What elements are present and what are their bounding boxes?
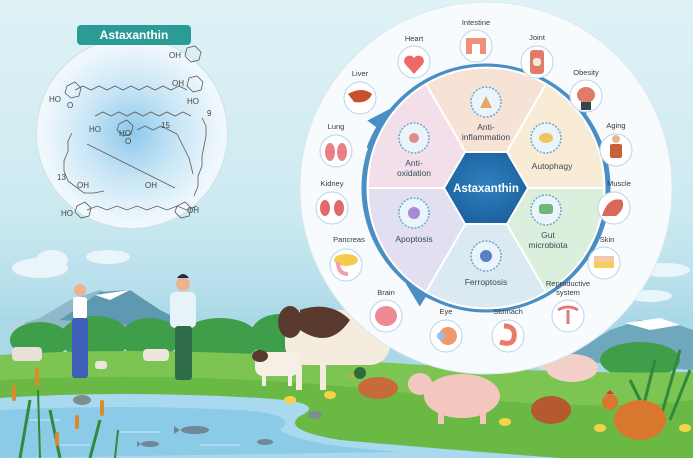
organ-aging: Aging xyxy=(599,121,633,167)
label-anti: Anti- xyxy=(405,158,423,168)
organ-reproductive-system: Reproductive system xyxy=(546,279,590,333)
label-o: O xyxy=(67,101,73,110)
calf xyxy=(252,350,299,386)
skin-icon xyxy=(594,256,614,262)
organ-intestine: Intestine xyxy=(459,18,493,63)
organ-label: Joint xyxy=(529,33,546,42)
organ-kidney: Kidney xyxy=(315,179,349,225)
label-ho: HO xyxy=(119,129,131,138)
label-oh: OH xyxy=(77,181,89,190)
ring-arrow-icon xyxy=(405,283,457,308)
organ-brain: Brain xyxy=(369,288,403,333)
organ-lung: Lung xyxy=(319,122,353,168)
liver-icon xyxy=(348,90,372,103)
label-ferroptosis: Ferroptosis xyxy=(465,277,508,287)
muscle-icon xyxy=(602,199,624,216)
label-gut: Gut xyxy=(541,230,555,240)
organ-skin: Skin xyxy=(587,235,621,280)
obesity-icon xyxy=(577,87,595,103)
organ-label: Obesity xyxy=(573,68,599,77)
lung-icon xyxy=(325,143,335,161)
label-ho: HO xyxy=(61,209,73,218)
astaxanthin-wheel: Anti- inflammation Autophagy Gut microbi… xyxy=(299,1,673,375)
ring-arrow-icon xyxy=(366,108,392,149)
organ-obesity: Obesity xyxy=(569,68,603,113)
organ-label: Pancreas xyxy=(333,235,365,244)
organ-label: Skin xyxy=(600,235,615,244)
hen-large xyxy=(602,390,666,440)
background-cows xyxy=(12,347,169,369)
organ-label: Intestine xyxy=(462,18,490,27)
label-microbiota: microbiota xyxy=(528,240,567,250)
label-carbon-13: 13 xyxy=(57,173,66,182)
duck xyxy=(346,367,398,399)
cycle-ring xyxy=(361,63,611,313)
label-carbon-15: 15 xyxy=(161,121,170,130)
label-autophagy: Autophagy xyxy=(532,161,573,171)
organ-label: Brain xyxy=(377,288,395,297)
fish xyxy=(137,426,273,447)
brain-icon xyxy=(375,306,397,326)
organ-eye: Eye xyxy=(429,307,463,353)
molecule-circle: OH OH HO HO HO HO 15 9 13 OH OH OH HO O … xyxy=(37,38,227,228)
label-ho: HO xyxy=(89,125,101,134)
eye-icon xyxy=(439,327,457,345)
pig xyxy=(408,373,500,424)
organ-label: system xyxy=(556,288,580,297)
man-figure xyxy=(170,274,196,380)
organ-label: Kidney xyxy=(321,179,344,188)
segment-anti-inflammation xyxy=(424,66,548,191)
organ-pancreas: Pancreas xyxy=(329,235,365,282)
label-carbon-9: 9 xyxy=(207,109,212,118)
label-anti-inflammation-2: inflammation xyxy=(462,132,510,142)
organ-muscle: Muscle xyxy=(597,179,631,225)
organ-label: Aging xyxy=(606,121,625,130)
organ-nodes: Intestine Joint Obesity Aging xyxy=(315,18,633,353)
label-oh: OH xyxy=(169,51,181,60)
astaxanthin-structure-diagram: OH OH HO HO HO HO 15 9 13 OH OH OH HO O … xyxy=(49,45,212,219)
organ-label: Stomach xyxy=(493,307,523,316)
organ-label: Heart xyxy=(405,34,424,43)
ducklings xyxy=(284,391,691,432)
organ-label: Muscle xyxy=(607,179,631,188)
label-oh: OH xyxy=(187,206,199,215)
stomach-icon xyxy=(499,323,517,346)
intestine-icon xyxy=(466,38,486,54)
organ-label: Lung xyxy=(328,122,345,131)
reproductive-system-icon xyxy=(557,305,579,324)
hen xyxy=(531,396,571,424)
crab xyxy=(73,395,91,405)
molecule-title: Astaxanthin xyxy=(77,25,191,45)
heart-icon xyxy=(404,55,424,74)
organ-joint: Joint xyxy=(520,33,554,79)
label-anti-inflammation: Anti- xyxy=(477,122,495,132)
organ-stomach: Stomach xyxy=(491,307,525,353)
aging-icon xyxy=(610,144,622,158)
organ-label: Liver xyxy=(352,69,369,78)
kidney-icon xyxy=(320,200,330,216)
organ-liver: Liver xyxy=(343,69,377,115)
label-oh: OH xyxy=(145,181,157,190)
reeds xyxy=(12,368,119,458)
label-apoptosis: Apoptosis xyxy=(395,234,432,244)
label-o: O xyxy=(125,137,131,146)
label-ho: HO xyxy=(187,97,199,106)
organ-heart: Heart xyxy=(397,34,431,79)
label-oh: OH xyxy=(172,79,184,88)
center-label: Astaxanthin xyxy=(453,183,519,195)
label-oxidation: oxidation xyxy=(397,168,431,178)
segment-apoptosis xyxy=(366,187,488,294)
woman-figure xyxy=(72,284,88,378)
organ-label: Reproductive xyxy=(546,279,590,288)
organ-label: Eye xyxy=(440,307,453,316)
label-ho: HO xyxy=(49,95,61,104)
center-hexagon xyxy=(442,151,530,225)
